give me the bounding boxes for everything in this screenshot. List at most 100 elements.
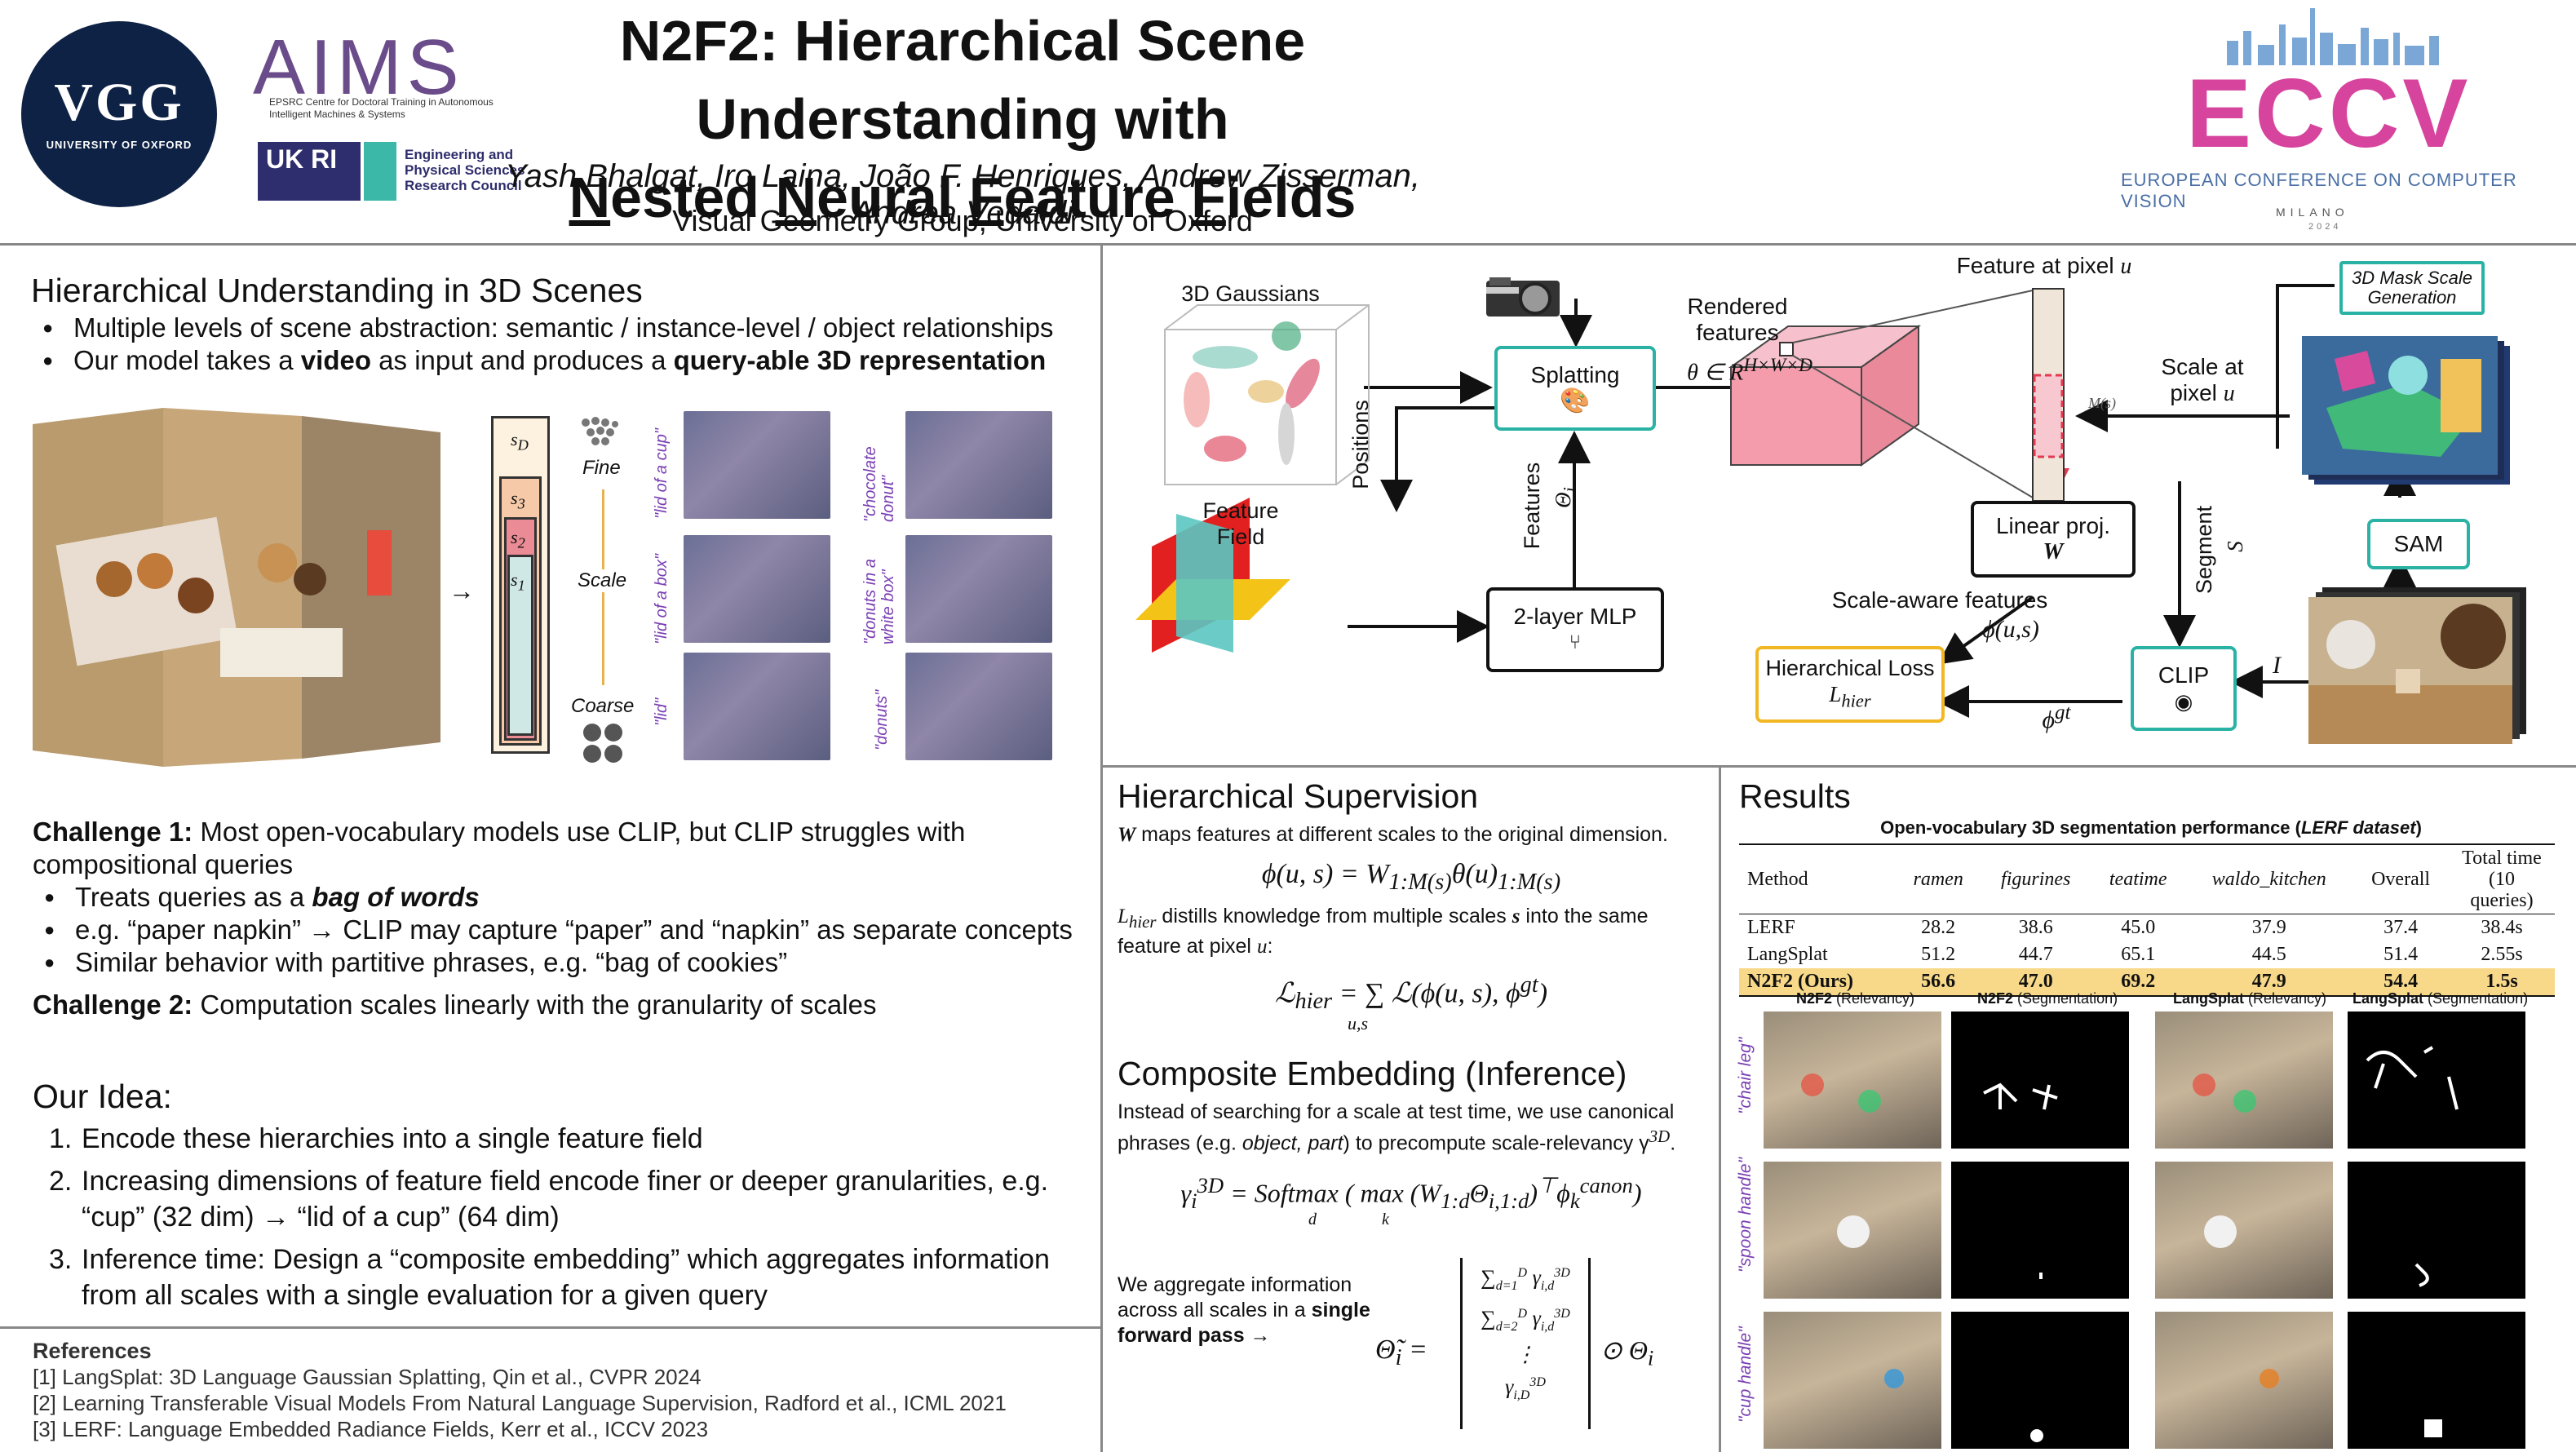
eccv-logo: ECCV [2186,59,2472,168]
eccv-year: 2024 [2308,222,2342,232]
results-section: Results Open-vocabulary 3D segmentation … [1739,775,2563,997]
query-image-2 [684,535,830,643]
ms-label: M(s) [2088,395,2116,411]
mask-scale-generation-box: 3D Mask Scale Generation [2339,261,2485,315]
challenge-1-bullets: Treats queries as a bag of words e.g. “p… [33,881,1085,979]
reference-1: [1] LangSplat: 3D Language Gaussian Spla… [33,1365,702,1389]
phi-label: ϕ(u,s) [1982,616,2039,643]
coarse-dots-icon [581,723,626,768]
idea-item-2: 2.Increasing dimensions of feature field… [49,1166,1049,1233]
reference-3: [3] LERF: Language Embedded Radiance Fie… [33,1417,709,1441]
challenge-1-bullet-2: e.g. “paper napkin” → CLIP may capture “… [33,914,1085,946]
affiliation: Visual Geometry Group, University of Oxf… [672,204,1253,237]
query-label-6: "donuts" [873,689,891,750]
supervision-sum-index: u,s [1348,1012,1369,1034]
left-column-divider [1100,243,1103,1452]
grid-image-n2f2-seg-1 [1951,1012,2129,1149]
grid-image-ls-rel-1 [2155,1012,2333,1149]
feature-field-label: Feature Field [1202,498,1279,549]
intro-bullet-1: Multiple levels of scene abstraction: se… [31,312,1091,344]
supervision-text-2: Lhier distills knowledge from multiple s… [1118,904,1649,958]
ukri-logo-bar [364,142,396,201]
scale-aware-label: Scale-aware features [1831,587,2048,613]
fine-dots-icon [579,416,620,453]
positions-label: Positions [1348,400,1373,489]
challenge-1-bullet-3: Similar behavior with partitive phrases,… [33,946,1085,979]
ukri-logo: UK RI [258,142,361,201]
feature-pixel-label: Feature at pixel u [1956,253,2132,279]
grid-image-n2f2-seg-3 [1951,1312,2129,1449]
aims-logo: AIMS [253,24,464,111]
linear-proj-box: Linear proj.W [1971,501,2136,578]
eye-icon: ◉ [2174,689,2193,714]
intro-heading: Hierarchical Understanding in 3D Scenes [31,272,643,309]
idea-item-1: 1.Encode these hierarchies into a single… [49,1123,703,1154]
scale-label: Scale [578,569,627,592]
phi-gt-label: ϕgt [2042,702,2071,733]
authors: Yash Bhalgat, Iro Laina, João F. Henriqu… [504,158,1421,231]
grid-query-2: "spoon handle" [1736,1157,1755,1273]
header-divider [0,243,2576,246]
query-image-1 [684,411,830,519]
query-image-6 [905,653,1052,760]
grid-image-n2f2-rel-1 [1764,1012,1941,1149]
vgg-logo: VGG UNIVERSITY OF OXFORD [21,21,217,207]
fine-label: Fine [582,457,621,479]
supervision-equation-2: ℒhier = ∑ ℒ(ϕ(u, s), ϕgt) [1274,972,1548,1014]
grid-image-n2f2-rel-3 [1764,1312,1941,1449]
supervision-section: Hierarchical Supervision W maps features… [1118,775,1705,1034]
aggregate-text: We aggregate information across all scal… [1118,1273,1370,1347]
branch-icon: ⑂ [1569,631,1582,653]
coarse-label: Coarse [571,695,635,717]
sam-box: SAM [2367,519,2470,569]
rendered-features-math: θ ∈ RH×W×D [1687,355,1812,386]
title-line-2: Nested Neural Feature Fields [569,166,1357,229]
image-i-label: I [2273,652,2281,679]
idea-section: Our Idea: 1.Encode these hierarchies int… [33,1075,1085,1313]
segment-s-label: S [2223,541,2247,552]
composite-heading: Composite Embedding (Inference) [1118,1055,1627,1092]
challenge-1-bullet-1: Treats queries as a bag of words [33,881,1085,914]
pipeline-arrows [1135,277,2526,744]
challenge-1: Challenge 1: Most open-vocabulary models… [33,817,966,879]
splatting-box: Splatting🎨 [1494,346,1656,431]
intro-bullets: Multiple levels of scene abstraction: se… [31,312,1091,377]
eccv-milano: MILANO [2276,206,2349,219]
query-image-3 [684,653,830,760]
segmentation-marks [1801,1046,2459,1442]
eccv-skyline-icon [2219,8,2463,65]
query-label-1: "lid of a cup" [653,428,671,519]
arrow-icon: → [449,576,475,605]
grid-image-ls-rel-2 [2155,1162,2333,1299]
aims-subtitle: EPSRC Centre for Doctoral Training in Au… [269,96,494,120]
nested-scales-diagram: sD s3 s2 s1 [491,416,556,759]
query-label-5: "lid" [653,697,671,726]
challenges-section: Challenge 1: Most open-vocabulary models… [33,816,1085,1021]
palette-icon: 🎨 [1560,387,1591,414]
rendered-features-label: Rendered features [1687,294,1788,345]
supervision-heading: Hierarchical Supervision [1118,777,1479,815]
grid-query-1: "chair leg" [1736,1037,1755,1114]
idea-heading: Our Idea: [33,1078,172,1115]
composite-equation: γi3D = Softmax ( max (W1:dΘi,1:d)⊤ϕkcano… [1180,1173,1642,1214]
segment-label: Segment [2192,505,2216,595]
epsrc-text: Engineering and Physical Sciences Resear… [405,147,525,193]
intro-section: Hierarchical Understanding in 3D Scenes … [31,269,1091,377]
camera-icon [1486,277,1560,317]
scale-at-pixel-label: Scale at pixel u [2161,354,2244,406]
references: References [1] LangSplat: 3D Language Ga… [33,1338,1085,1442]
supervision-text-1: W maps features at different scales to t… [1118,823,1668,846]
grid-image-ls-seg-2 [2348,1162,2525,1299]
grid-image-ls-rel-3 [2155,1312,2333,1449]
grid-query-3: "cup handle" [1736,1326,1755,1423]
query-image-5 [905,535,1052,643]
references-divider [0,1326,1100,1329]
query-label-4: "donuts in a white box" [861,559,897,644]
query-label-2: "chocolate donut" [861,446,897,522]
gaussians-label: 3D Gaussians [1181,281,1320,306]
